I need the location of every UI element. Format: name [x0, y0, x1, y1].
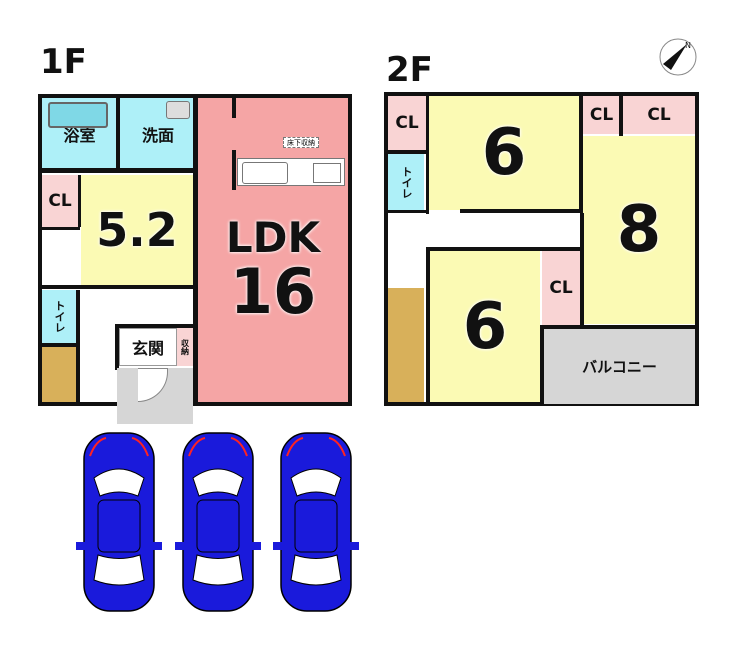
room-western-5-2: 5.2: [81, 175, 193, 285]
car-icon: [273, 430, 359, 618]
sink-icon: [166, 101, 190, 119]
stairs-1f: [42, 347, 76, 402]
storage-label: 収納: [180, 339, 190, 355]
balcony-label: バルコニー: [582, 358, 657, 376]
ldk-size: 16: [229, 255, 317, 328]
room-size-label: 8: [616, 193, 662, 267]
closet-label: CL: [589, 105, 614, 125]
toilet-label: トイレ: [53, 300, 66, 333]
bathtub-icon: [48, 102, 108, 128]
room-2f-top-6: 6: [429, 96, 579, 210]
entrance-label: 玄関: [131, 339, 164, 358]
closet-2f-a: CL: [388, 96, 426, 150]
closet-1f: CL: [42, 175, 78, 227]
svg-text:N: N: [685, 41, 691, 50]
closet-label: CL: [395, 113, 419, 133]
washroom-label: 洗面: [141, 126, 174, 145]
room-size-label: 6: [481, 116, 527, 190]
car-icon: [175, 430, 261, 618]
room-2f-right-8: 8: [583, 136, 695, 324]
room-washroom: 洗面: [120, 98, 196, 168]
kitchen-sink-icon: [242, 162, 288, 184]
closet-label: CL: [48, 191, 72, 211]
balcony: バルコニー: [544, 329, 695, 404]
stove-icon: [313, 163, 341, 183]
closet-2f-d: CL: [542, 251, 580, 325]
closet-label: CL: [549, 278, 573, 298]
room-ldk: LDK 16: [198, 98, 348, 402]
bath-label: 浴室: [63, 126, 96, 145]
closet-2f-b: CL: [583, 96, 620, 134]
toilet-1f: トイレ: [42, 290, 76, 343]
room-size-label: 6: [462, 289, 508, 364]
ldk-label: LDK: [225, 213, 321, 262]
room-size-label: 5.2: [96, 203, 178, 257]
underfloor-storage: 床下収納: [283, 137, 319, 148]
entrance: 玄関: [119, 328, 177, 366]
storage-1f: 収納: [177, 328, 193, 366]
closet-2f-c: CL: [623, 96, 695, 134]
car-icon: [76, 430, 162, 618]
room-2f-bottom-6: 6: [430, 251, 540, 402]
floor-1-label: 1F: [40, 42, 87, 82]
stairs-2f: [388, 288, 424, 402]
toilet-2f: トイレ: [388, 154, 424, 210]
compass-icon: N: [659, 38, 697, 76]
floor-2-label: 2F: [386, 50, 433, 90]
toilet-label: トイレ: [400, 165, 413, 199]
closet-label: CL: [647, 105, 671, 125]
